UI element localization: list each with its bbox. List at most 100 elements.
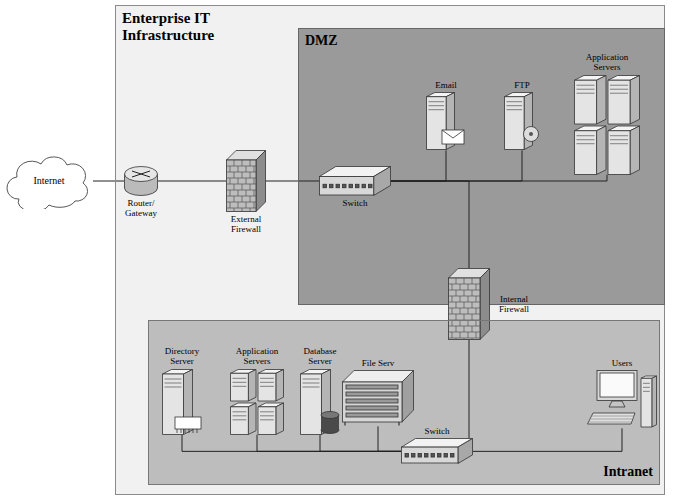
icon-line	[476, 332, 477, 338]
icon-line	[476, 296, 477, 302]
icon-line	[472, 338, 473, 340]
switch-port	[369, 184, 373, 188]
switch-front	[402, 447, 458, 463]
icon-line	[234, 184, 235, 190]
network-switch-icon	[319, 166, 391, 196]
icon-line	[189, 429, 190, 433]
icon-line	[260, 382, 274, 383]
icon-line	[242, 184, 243, 190]
icon-line	[230, 166, 231, 172]
database-server: Database Server	[290, 346, 350, 435]
switch-front	[320, 177, 374, 196]
firewall-icon: External Firewall	[218, 150, 274, 235]
switch-port	[343, 184, 347, 188]
switch-port	[349, 184, 353, 188]
icon-line	[460, 296, 461, 302]
switch-port	[356, 184, 360, 188]
switch-side	[374, 167, 391, 196]
access-card	[175, 417, 201, 429]
icon-line	[468, 332, 469, 338]
icon-line	[233, 411, 247, 412]
icon-line	[227, 196, 257, 197]
dmz-zone: DMZEmailFTPApplication ServersSwitch	[298, 28, 665, 305]
icon-line	[456, 326, 457, 332]
network-link	[469, 340, 470, 438]
icon-drawing	[449, 269, 490, 340]
icon-line	[165, 382, 182, 383]
rack-slot	[346, 392, 398, 396]
application-servers-icon	[230, 369, 284, 435]
icon-line	[233, 415, 247, 416]
icon-line	[185, 429, 186, 433]
icon-line	[227, 184, 257, 185]
icon-line	[577, 143, 595, 144]
icon-line	[165, 378, 182, 379]
icon-line	[592, 416, 634, 417]
ftp-server-icon	[504, 92, 540, 150]
icon-line	[181, 429, 182, 433]
switch-port	[431, 454, 435, 458]
tower-front	[258, 407, 276, 435]
icon-line	[643, 383, 650, 384]
icon-line	[132, 171, 150, 177]
tower-front	[575, 130, 597, 174]
icon-line	[242, 160, 243, 166]
disc-hub	[529, 132, 533, 136]
rack-slot	[346, 406, 398, 410]
email-server-icon	[426, 92, 466, 150]
firewall-icon-icon	[448, 268, 490, 340]
rack-slot	[346, 399, 398, 403]
tower-side	[652, 376, 657, 427]
icon-line	[456, 302, 457, 308]
node-label: Internal Firewall	[492, 294, 536, 315]
switch-port	[425, 454, 429, 458]
icon-line	[254, 178, 255, 184]
icon-drawing	[227, 151, 266, 212]
firewall-icon: Internal Firewall	[448, 268, 536, 340]
zone-title: Intranet	[603, 464, 653, 480]
switch-port	[336, 184, 340, 188]
tower-front	[608, 80, 630, 124]
icon-line	[303, 382, 320, 383]
icon-drawing	[320, 167, 391, 196]
tower-front	[505, 97, 525, 150]
rack-side	[402, 371, 414, 423]
switch-port	[362, 184, 366, 188]
icon-line	[610, 139, 628, 140]
icon-line	[452, 284, 453, 290]
node-label: Email	[435, 80, 457, 90]
icon-line	[464, 278, 465, 284]
icon-line	[233, 386, 247, 387]
icon-line	[260, 415, 274, 416]
icon-line	[238, 166, 239, 172]
icon-line	[242, 208, 243, 212]
switch-port	[444, 454, 448, 458]
node-label: Directory Server	[159, 346, 205, 367]
icon-line	[234, 160, 235, 166]
enterprise-zone: Enterprise IT InfrastructureRouter/ Gate…	[115, 5, 665, 495]
icon-line	[303, 378, 320, 379]
icon-line	[460, 332, 461, 338]
zone-fill	[298, 28, 665, 305]
icon-line	[246, 190, 247, 196]
icon-line	[398, 422, 399, 426]
icon-line	[238, 178, 239, 184]
icon-line	[227, 190, 257, 191]
icon-line	[452, 296, 453, 302]
tower-side	[630, 75, 639, 124]
tower-side	[597, 126, 606, 175]
wall-front	[449, 278, 481, 340]
switch-port	[412, 454, 416, 458]
icon-line	[227, 202, 257, 203]
icon-line	[344, 422, 345, 426]
network-link	[473, 428, 622, 451]
network-link	[182, 435, 401, 452]
icon-drawing	[427, 93, 465, 150]
icon-line	[250, 160, 251, 166]
icon-line	[643, 387, 650, 388]
tower-front	[231, 407, 249, 435]
icon-drawing	[163, 369, 202, 434]
icon-line	[303, 386, 320, 387]
wall-side	[256, 151, 266, 212]
